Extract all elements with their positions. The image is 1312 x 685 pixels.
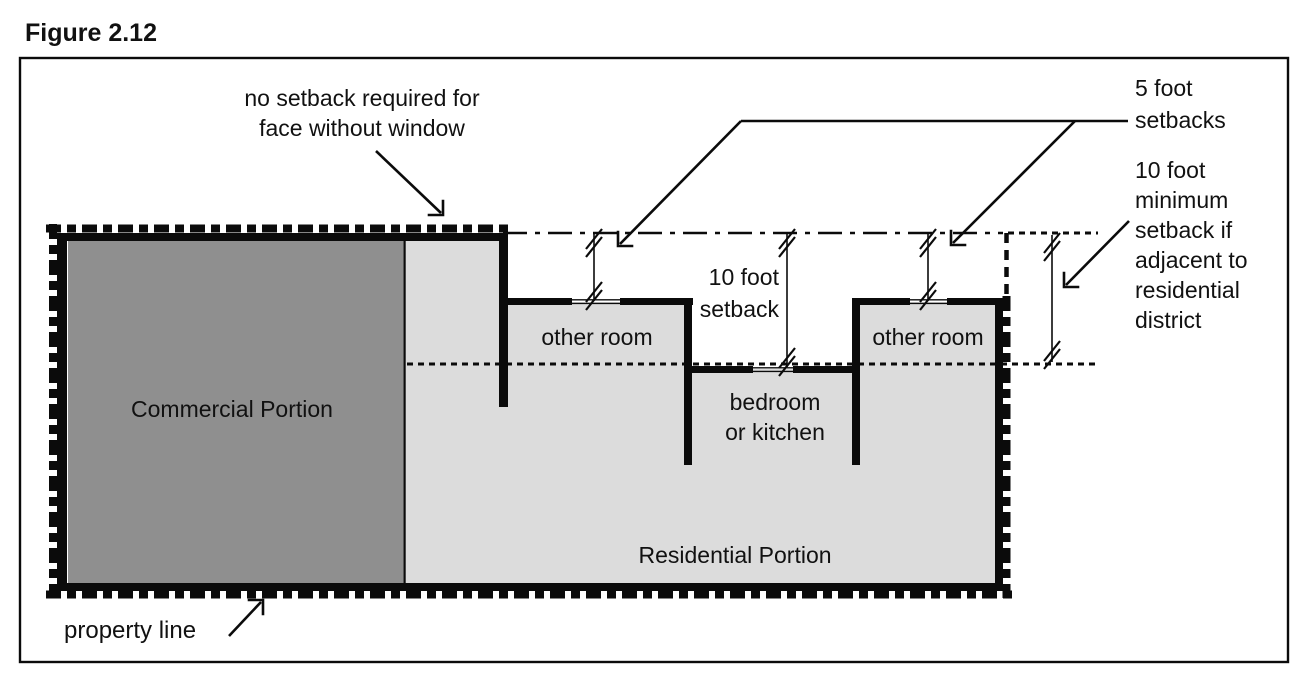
svg-text:setback: setback: [700, 296, 780, 322]
other-room-right-wall-seg2: [947, 298, 1003, 305]
wall-fin-mid-left: [684, 298, 692, 465]
arrowhead-no-setback: [427, 199, 445, 217]
wall-fin-mid-right: [852, 298, 860, 465]
arrowhead-5ft-left: [616, 230, 634, 248]
arrowhead-10ft-minimum: [1062, 271, 1080, 289]
svg-text:minimum: minimum: [1135, 187, 1228, 213]
svg-text:no setback required for: no setback required for: [244, 85, 480, 111]
svg-text:setback if: setback if: [1135, 217, 1233, 243]
label-commercial-portion: Commercial Portion: [131, 396, 333, 422]
dim-line-10ft-right: [1043, 232, 1061, 370]
svg-text:10 foot: 10 foot: [709, 264, 780, 290]
other-room-right-wall-seg1: [856, 298, 910, 305]
label-residential-portion: Residential Portion: [638, 542, 831, 568]
building-right-wall: [995, 298, 1003, 591]
commercial-area: [68, 241, 403, 587]
figure-frame: [18, 56, 1290, 664]
svg-text:bedroom: bedroom: [730, 389, 821, 415]
arrowhead-5ft-right: [949, 229, 967, 247]
other-room-left-wall-seg2: [620, 298, 693, 305]
bedroom-wall-seg1: [687, 366, 753, 373]
building-top-wall: [57, 233, 508, 241]
svg-text:10 foot: 10 foot: [1135, 157, 1206, 183]
leader-10ft-minimum: [1062, 220, 1130, 289]
bedroom-wall-seg2: [793, 366, 856, 373]
svg-text:adjacent to: adjacent to: [1135, 247, 1248, 273]
dim-line-10ft-middle: [778, 228, 796, 377]
svg-text:5 foot: 5 foot: [1135, 75, 1193, 101]
leader-no-setback: [375, 150, 445, 217]
annotation-5ft-setbacks: 5 foot setbacks: [1135, 75, 1226, 133]
windowless-face-wall: [499, 233, 508, 407]
annotation-property-line: property line: [64, 617, 196, 644]
arrowhead-property-line: [247, 598, 265, 616]
annotation-no-setback: no setback required for face without win…: [244, 85, 480, 141]
leader-5ft-setbacks: [616, 119, 1128, 248]
svg-text:district: district: [1135, 307, 1202, 333]
building-bottom-wall: [57, 583, 1003, 591]
window-other-room-left: [572, 299, 620, 305]
leader-property-line: [228, 598, 265, 637]
residential-area: [404, 241, 999, 586]
svg-text:or kitchen: or kitchen: [725, 419, 825, 445]
svg-text:residential: residential: [1135, 277, 1240, 303]
label-other-room-left: other room: [541, 324, 652, 350]
label-bedroom-or-kitchen: bedroom or kitchen: [725, 389, 825, 445]
dim-line-5ft-left: [585, 228, 603, 311]
building-left-wall: [57, 233, 67, 591]
svg-text:setbacks: setbacks: [1135, 107, 1226, 133]
label-other-room-right: other room: [872, 324, 983, 350]
other-room-left-wall-seg1: [503, 298, 572, 305]
svg-text:face without window: face without window: [259, 115, 465, 141]
annotation-10ft-minimum: 10 foot minimum setback if adjacent to r…: [1135, 157, 1248, 333]
dim-line-5ft-right: [919, 228, 937, 311]
figure-title: Figure 2.12: [25, 19, 157, 47]
annotation-10ft-setback: 10 foot setback: [700, 264, 780, 322]
